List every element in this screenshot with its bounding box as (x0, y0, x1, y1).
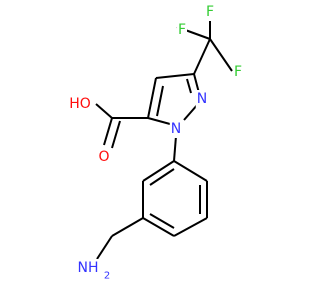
bond-benz-6 (142, 160, 175, 182)
bond-benz-3 (173, 217, 208, 237)
label-background (169, 120, 183, 138)
amine-subscript-label: 2 (104, 271, 110, 282)
bond-ch2-nh2 (96, 235, 113, 260)
label-background (204, 3, 216, 21)
label-background (68, 95, 92, 113)
bond-benz-ch2 (111, 217, 144, 237)
bond-ring-c5-n1 (147, 117, 171, 125)
fluorine-label-right: F (234, 64, 242, 80)
bond-cooh-oh (95, 103, 113, 119)
bond-cooh-o-double-a (103, 117, 113, 146)
pyrazole-n2-label: N (197, 91, 207, 107)
bond-ring-c4-c5-double (156, 85, 164, 117)
label-background (76, 259, 100, 277)
bond-cooh-o-double-b (111, 120, 121, 149)
bond-ring-c4-c5 (147, 77, 157, 119)
label-background (195, 90, 209, 108)
structure-canvas: F F F HO O N N NH 2 (68, 3, 244, 283)
bond-benz-6-double (149, 168, 175, 186)
bond-ring-n1-n2 (183, 103, 199, 121)
label-background (97, 148, 111, 166)
bond-ring-n2-c3-double (186, 78, 192, 94)
bond-cf3-f-right (209, 38, 233, 72)
bond-ring-n2-c3 (193, 73, 200, 94)
hydroxyl-label: HO (69, 96, 91, 112)
bond-benz-1 (173, 160, 208, 182)
bond-n1-aryl (173, 135, 177, 162)
molecule-diagram: F F F HO O N N NH 2 (68, 3, 244, 283)
label-background (102, 269, 112, 283)
carbonyl-oxygen-label: O (98, 149, 109, 165)
bond-benz-4-double (149, 213, 175, 229)
bond-benz-4 (142, 217, 175, 237)
label-background (232, 63, 244, 81)
fluorine-label-top: F (206, 4, 214, 20)
fluorine-label-left: F (178, 22, 186, 38)
bond-cf3-ring (193, 38, 211, 75)
label-background (176, 21, 188, 39)
pyrazole-n1-label: N (171, 121, 181, 137)
amine-label: NH (78, 260, 99, 276)
bond-ring-c3-c4 (155, 73, 195, 79)
